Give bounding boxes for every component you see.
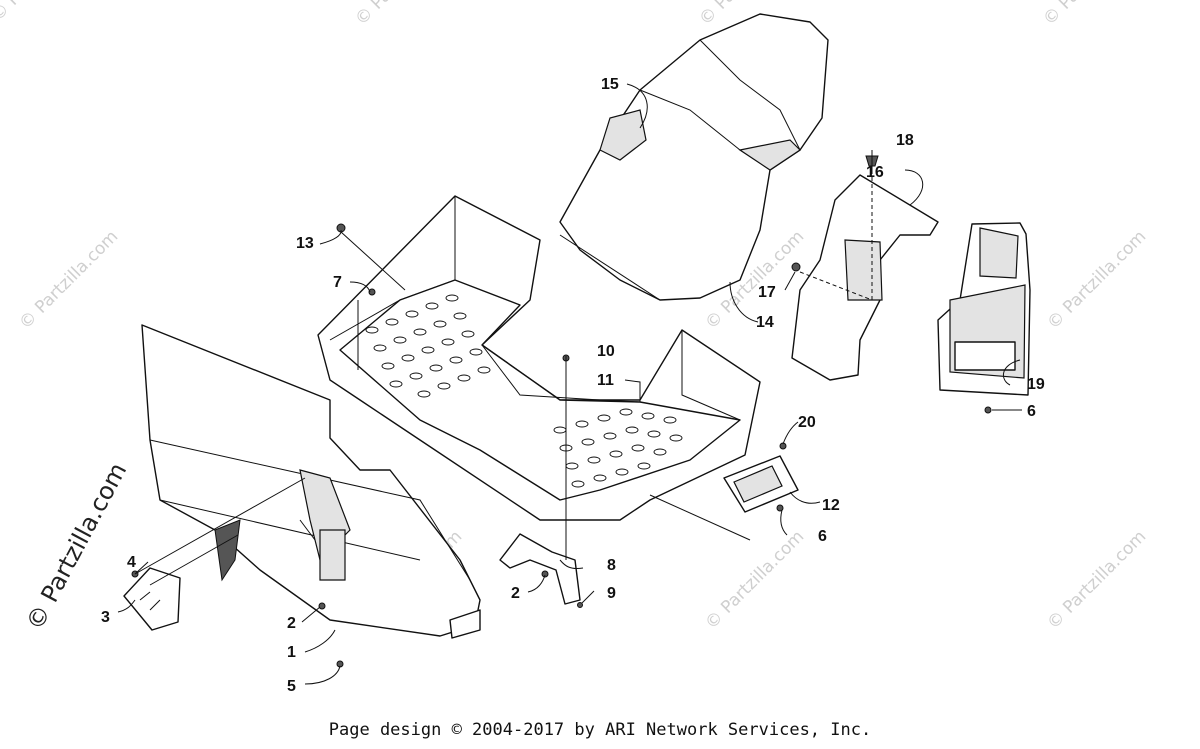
callout-13: 13 xyxy=(296,235,314,252)
part-19-side-panel xyxy=(937,222,1031,414)
part-8-bracket xyxy=(499,533,583,608)
callout-18: 18 xyxy=(896,132,914,149)
watermark: © Partzilla.com xyxy=(701,527,808,634)
callout-2: 2 xyxy=(287,615,296,632)
part-12-plate xyxy=(723,442,799,513)
callout-2: 2 xyxy=(511,585,520,602)
callout-8: 8 xyxy=(607,557,616,574)
callout-17: 17 xyxy=(758,284,776,301)
part-3-bracket xyxy=(123,567,181,631)
watermark: © Partzilla.com xyxy=(0,0,94,26)
part-15-seat-cover xyxy=(559,13,829,301)
callout-9: 9 xyxy=(607,585,616,602)
callout-15: 15 xyxy=(601,76,619,93)
fasteners xyxy=(318,223,570,668)
callouts: 15 18 16 13 7 17 14 10 11 19 6 20 12 6 4… xyxy=(101,76,1045,695)
leader-lines xyxy=(117,83,1022,685)
watermark: © Partzilla.com xyxy=(1039,0,1146,30)
part-11-floor xyxy=(317,195,761,521)
callout-6: 6 xyxy=(1027,403,1036,420)
callout-1: 1 xyxy=(287,644,296,661)
callout-16: 16 xyxy=(866,164,884,181)
part-16-side-panel xyxy=(791,155,939,381)
callout-5: 5 xyxy=(287,678,296,695)
part-1-front-panel xyxy=(141,324,481,639)
callout-12: 12 xyxy=(822,497,840,514)
callout-14: 14 xyxy=(756,314,774,331)
copyright-footer: Page design © 2004-2017 by ARI Network S… xyxy=(328,720,872,740)
callout-10: 10 xyxy=(597,343,615,360)
callout-7: 7 xyxy=(333,274,342,291)
callout-19: 19 xyxy=(1027,376,1045,393)
callout-3: 3 xyxy=(101,609,110,626)
callout-11: 11 xyxy=(597,372,614,389)
callout-4: 4 xyxy=(127,554,136,571)
watermark: © Partzilla.com xyxy=(351,0,458,30)
watermark: © Partzilla.com xyxy=(1043,527,1150,634)
watermark: © Partzilla.com xyxy=(1043,227,1150,334)
callout-6: 6 xyxy=(818,528,827,545)
callout-20: 20 xyxy=(798,414,816,431)
watermark-large: © Partzilla.com xyxy=(21,458,133,635)
watermark: © Partzilla.com xyxy=(15,227,122,334)
